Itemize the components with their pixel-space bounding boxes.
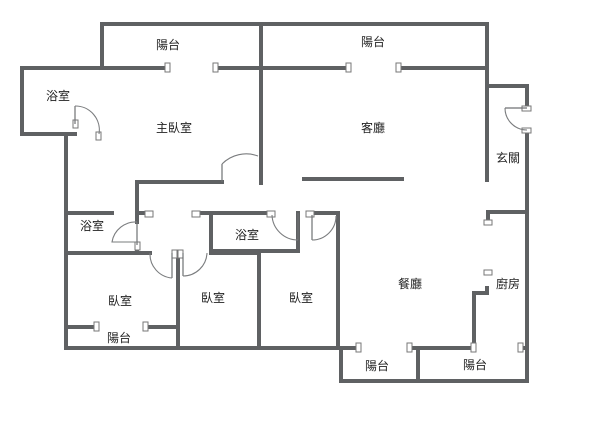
window-marker [171, 249, 178, 259]
label-entrance: 玄關 [496, 150, 520, 165]
label-bedroom-2: 臥室 [201, 290, 225, 305]
label-dining-room: 餐廳 [398, 276, 422, 291]
window-marker [177, 249, 184, 259]
window-marker [142, 321, 149, 332]
label-kitchen: 廚房 [496, 276, 520, 291]
door-swing-arc [182, 252, 208, 277]
label-bedroom-3: 臥室 [289, 290, 313, 305]
label-bathroom-middle-left: 浴室 [80, 218, 104, 233]
window-marker [164, 62, 171, 73]
label-bathroom-middle: 浴室 [235, 227, 259, 242]
window-marker [345, 62, 352, 73]
door-swing-arc [311, 215, 337, 241]
label-balcony-top-right: 陽台 [361, 34, 385, 49]
wall-bedroom2-3 [209, 249, 261, 350]
window-marker [483, 269, 493, 276]
door-swing-arc [221, 153, 259, 165]
window-marker [470, 342, 477, 353]
label-bathroom-top-left: 浴室 [46, 88, 70, 103]
label-balcony-bottom-right: 陽台 [463, 357, 487, 372]
window-marker [395, 62, 402, 73]
door-swing-arc [271, 214, 299, 241]
window-marker [406, 342, 413, 353]
door-swing-arc [504, 107, 528, 131]
doors [74, 105, 528, 279]
label-balcony-bedroom1: 陽台 [107, 330, 131, 345]
door-swing-arc [111, 221, 138, 243]
window-marker [305, 210, 315, 218]
window-marker [144, 210, 154, 218]
label-balcony-bottom-left: 陽台 [365, 358, 389, 373]
window-marker [355, 342, 362, 353]
label-living-room: 客廳 [361, 120, 385, 135]
label-bedroom-1: 臥室 [108, 293, 132, 308]
wall-entrance-lower [486, 210, 529, 224]
windows [72, 62, 532, 353]
wall-top-outline [100, 22, 489, 182]
wall-bathroom-top-left [20, 66, 104, 136]
window-marker [95, 131, 102, 141]
wall-left-outer [64, 132, 180, 350]
window-marker [191, 210, 201, 218]
wall-master-bottom [135, 180, 224, 224]
window-marker [212, 62, 219, 73]
window-marker [517, 342, 524, 353]
window-marker [483, 219, 493, 226]
window-marker [266, 210, 276, 218]
label-master-bedroom: 主臥室 [156, 120, 192, 135]
door-swing-arc [74, 105, 100, 135]
wall-entrance-upper [485, 84, 529, 110]
window-marker [93, 321, 100, 332]
room-labels: 陽台 陽台 浴室 主臥室 客廳 玄關 浴室 浴室 臥室 臥室 臥室 餐廳 廚房 … [46, 34, 520, 373]
wall-kitchen [472, 286, 489, 350]
label-balcony-top-left: 陽台 [156, 37, 180, 52]
wall-balcony-bottom-left [339, 346, 420, 383]
door-swing-arc [149, 252, 173, 279]
